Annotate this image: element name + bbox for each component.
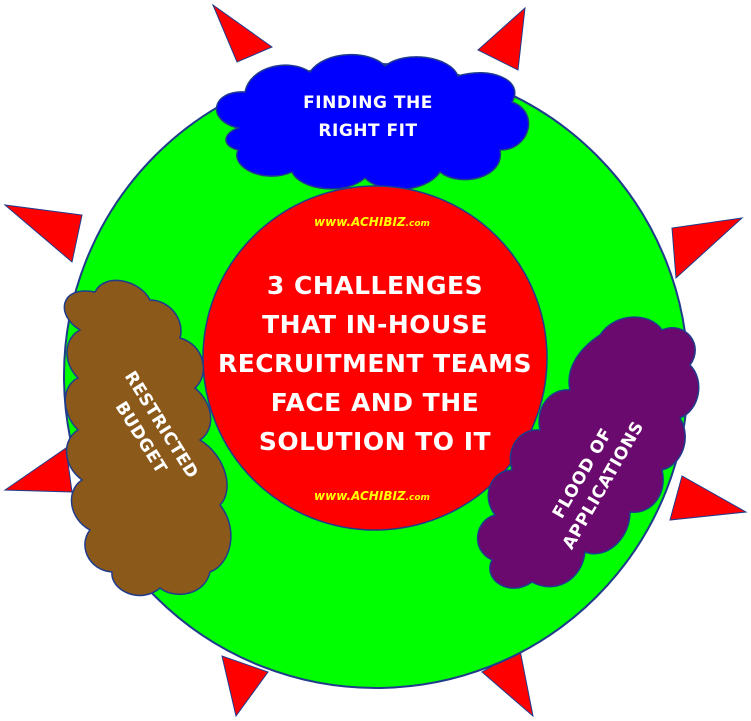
cloud-restricted-budget: RESTRICTED BUDGET [63,279,232,597]
spike-lower-right [669,475,748,521]
center-line-3: RECRUITMENT TEAMS [218,349,532,378]
center-line-1: 3 CHALLENGES [267,271,483,300]
watermark-top-main: www.ACHIBIZ [314,215,406,229]
cloud-top-shape [215,54,530,190]
cloud-top-line-1: FINDING THE [303,93,433,113]
inner-circle [202,185,548,531]
center-title: 3 CHALLENGES THAT IN-HOUSE RECRUITMENT T… [218,271,532,456]
cloud-right-shape [476,316,700,589]
cloud-finding-the-right-fit: FINDING THE RIGHT FIT [215,54,530,190]
center-line-4: FACE AND THE [271,388,479,417]
cloud-top-line-2: RIGHT FIT [318,121,417,141]
spike-top-left [211,3,274,63]
watermark-bottom-suffix: .com [406,493,430,503]
sun-spikes [3,3,748,718]
cloud-flood-of-applications: FLOOD OF APPLICATIONS [476,316,700,589]
watermark-top-suffix: .com [406,219,430,229]
spike-right [671,217,744,280]
watermark-top: www.ACHIBIZ.com [314,215,430,229]
watermark-bottom: www.ACHIBIZ.com [314,489,430,503]
spike-lower-left [3,447,73,493]
cloud-left-shape [63,279,232,597]
spike-top-right [477,6,526,71]
watermark-bottom-main: www.ACHIBIZ [314,489,406,503]
spike-left [3,204,83,263]
center-line-2: THAT IN-HOUSE [262,310,488,339]
center-line-5: SOLUTION TO IT [259,427,491,456]
spike-bottom-left [221,655,269,718]
